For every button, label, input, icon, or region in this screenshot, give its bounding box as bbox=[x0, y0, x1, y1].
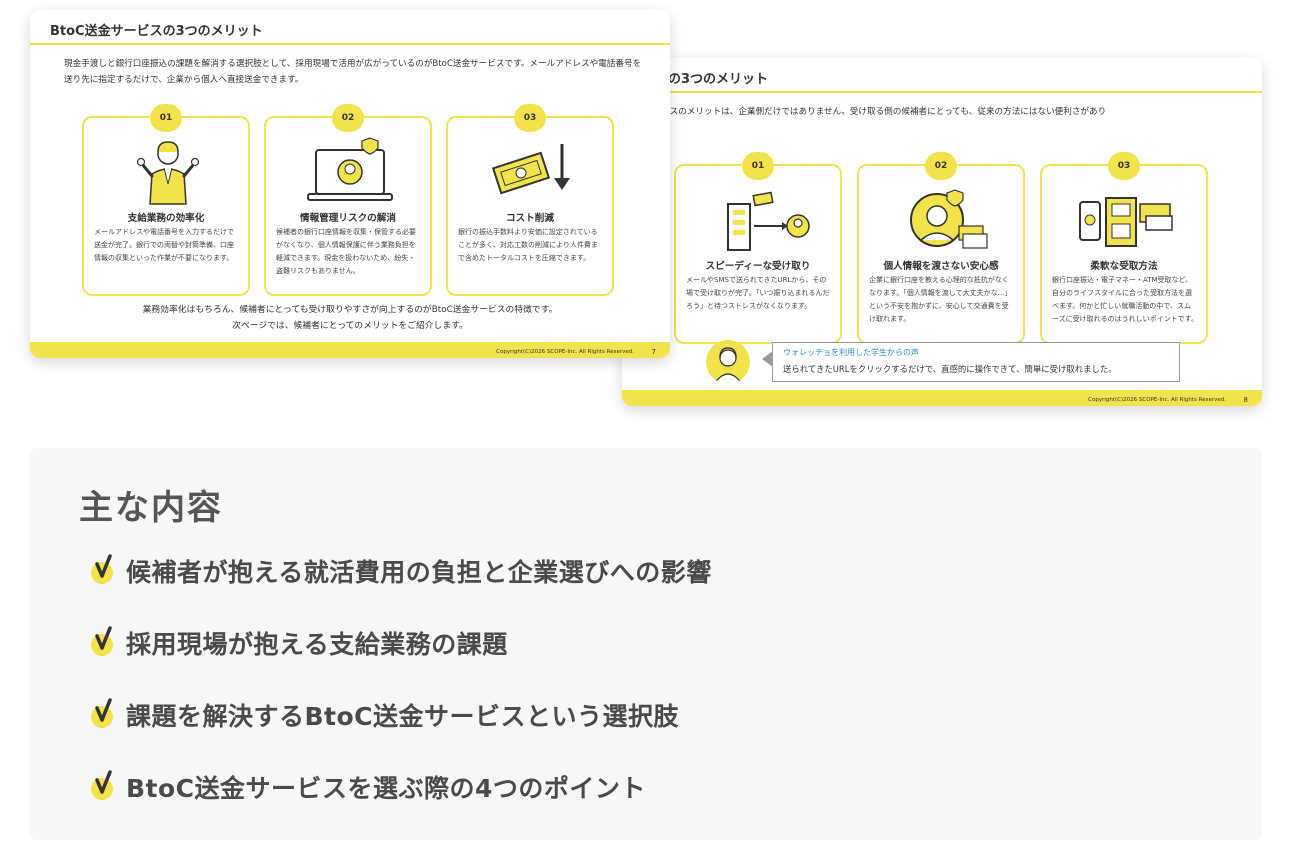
copyright: Copyright(C)2026 SCOPE-Inc. All Rights R… bbox=[1088, 397, 1226, 403]
summary-panel: 主な内容 候補者が抱える就活費用の負担と企業選びへの影響 採用現場が抱える支給業… bbox=[30, 448, 1262, 840]
voice-title: ウォレッチョを利用した学生からの声 bbox=[783, 348, 919, 357]
page-number: 8 bbox=[1243, 396, 1248, 404]
card-body: 候補者の銀行口座情報を収集・保管する必要がなくなり、個人情報保護に伴う業務負担を… bbox=[276, 228, 416, 275]
title-rule bbox=[622, 91, 1262, 93]
speech-arrow bbox=[762, 351, 773, 367]
slide-intro: 現金手渡しと銀行口座振込の課題を解消する選択肢として、採用現場で活用が広がってい… bbox=[64, 59, 642, 85]
slide-footer bbox=[622, 390, 1262, 406]
phone-atm-card-icon bbox=[1079, 197, 1173, 247]
card-body: メールやSMSで送られてきたURLから、その場で受け取りが完了。「いつ振り込まれ… bbox=[686, 276, 830, 310]
copyright: Copyright(C)2026 SCOPE-Inc. All Rights R… bbox=[496, 349, 634, 355]
card-number: 03 bbox=[1108, 152, 1140, 180]
merit-card-1: 01 支給業務の効率化 メールアドレスや電話番号を入力するだけで送金が完了。銀行… bbox=[82, 104, 250, 296]
card-heading: 支給業務の効率化 bbox=[127, 213, 205, 224]
voice-body: 送られてきたURLをクリックするだけで、直感的に操作できて、簡単に受け取れました… bbox=[783, 364, 1117, 374]
card-body: メールアドレスや電話番号を入力するだけで送金が完了。銀行での両替や封筒準備、口座… bbox=[94, 228, 234, 262]
card-number: 02 bbox=[332, 104, 364, 132]
student-voice-box: ウォレッチョを利用した学生からの声 送られてきたURLをクリックするだけで、直感… bbox=[772, 342, 1180, 382]
closing-line-1: 業務効率化はもちろん、候補者にとっても受け取りやすさが向上するのがBtoC送金サ… bbox=[142, 305, 558, 315]
check-icon bbox=[91, 770, 113, 800]
slide-page-8: 者にとっての3つのメリット toC送金サービスのメリットは、企業側だけではありま… bbox=[622, 58, 1262, 406]
slide-intro: toC送金サービスのメリットは、企業側だけではありません。受け取る側の候補者にと… bbox=[622, 104, 1222, 136]
summary-title: 主な内容 bbox=[79, 488, 223, 528]
intro-line-1: toC送金サービスのメリットは、企業側だけではありません。受け取る側の候補者にと… bbox=[622, 107, 1107, 117]
card-number: 01 bbox=[150, 104, 182, 132]
summary-item-text: 候補者が抱える就活費用の負担と企業選びへの影響 bbox=[126, 558, 712, 587]
card-number: 02 bbox=[925, 152, 957, 180]
card-heading: 柔軟な受取方法 bbox=[1090, 261, 1158, 272]
businessman-icon bbox=[136, 141, 200, 205]
money-down-icon bbox=[491, 144, 570, 195]
closing-line-2: 次ページでは、候補者にとってのメリットをご紹介します。 bbox=[232, 321, 468, 331]
card-body: 企業に銀行口座を教える心理的な抵抗がなくなります。「個人情報を渡して大丈夫かな…… bbox=[869, 276, 1012, 323]
student-avatar-icon bbox=[706, 340, 750, 384]
merit-card-3: 03 柔軟な受取方法 銀行口座振込・電子マネー・ATM受取など、自分のライフスタ… bbox=[1040, 152, 1208, 344]
summary-item-text: BtoC送金サービスを選ぶ際の4つのポイント bbox=[126, 774, 646, 803]
card-body: 銀行の振込手数料より安価に設定されていることが多く、対応工数の削減により人件費ま… bbox=[458, 228, 598, 262]
card-heading: コスト削減 bbox=[506, 213, 554, 224]
merit-card-3: 03 コスト削減 銀行の振込手数料より安価に設定されていることが多く、対応工数の… bbox=[446, 104, 614, 296]
merit-card-1: 01 スピーディーな受け取り メールやSMSで送られてきたURLから、その場で受… bbox=[674, 152, 842, 344]
summary-item-text: 課題を解決するBtoC送金サービスという選択肢 bbox=[126, 702, 680, 731]
slide-footer bbox=[30, 342, 670, 358]
card-number: 01 bbox=[742, 152, 774, 180]
title-rule bbox=[30, 43, 670, 45]
building-send-icon bbox=[727, 191, 810, 251]
merit-card-2: 02 情報管理リスクの解消 候補者の銀行口座情報を収集・保管する必要がなくなり、… bbox=[264, 104, 432, 296]
check-icon bbox=[91, 626, 113, 656]
slide-closing: 業務効率化はもちろん、候補者にとっても受け取りやすさが向上するのがBtoC送金サ… bbox=[30, 302, 670, 334]
card-heading: スピーディーな受け取り bbox=[705, 261, 811, 272]
card-heading: 個人情報を渡さない安心感 bbox=[883, 261, 999, 272]
page-number: 7 bbox=[651, 348, 656, 356]
card-number: 03 bbox=[514, 104, 546, 132]
card-body: 銀行口座振込・電子マネー・ATM受取など、自分のライフスタイルに合った受取方法を… bbox=[1052, 276, 1198, 323]
merit-card-2: 02 個人情報を渡さない安心感 企業に銀行口座を教える心理的な抵抗がなくなります… bbox=[857, 152, 1025, 344]
check-icon bbox=[91, 698, 113, 728]
check-icon bbox=[91, 554, 113, 584]
slide-page-7: BtoC送金サービスの3つのメリット 現金手渡しと銀行口座振込の課題を解消する選… bbox=[30, 10, 670, 358]
slide-title: BtoC送金サービスの3つのメリット bbox=[50, 24, 263, 39]
laptop-shield-icon bbox=[307, 137, 393, 201]
summary-item-text: 採用現場が抱える支給業務の課題 bbox=[126, 630, 508, 659]
person-card-icon bbox=[910, 189, 988, 249]
card-heading: 情報管理リスクの解消 bbox=[300, 213, 396, 224]
